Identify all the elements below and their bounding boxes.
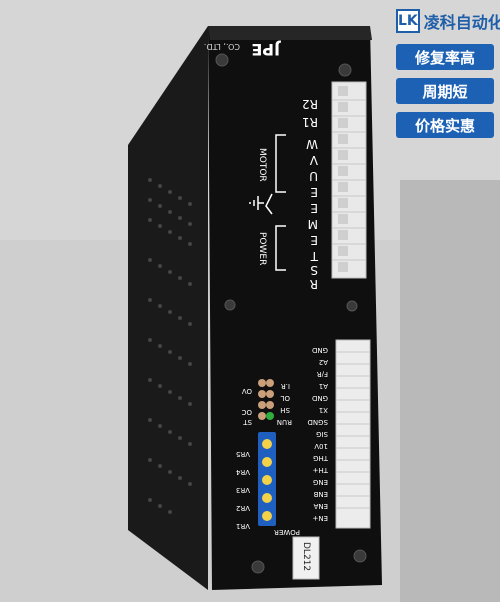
terminal-label: X1 [319,406,328,414]
power-label: POWER [257,232,267,265]
terminal-label: R2 [302,97,318,111]
pot-label: VR2 [236,504,250,512]
model-sticker: DL212 [292,536,320,580]
indicator-label: RUN [277,418,292,426]
pot-label: VR1 [236,522,250,530]
pot-label: VR3 [236,486,250,494]
terminal-label: A1 [319,382,328,390]
terminal-label: GND [312,346,328,354]
terminal-label: U [309,169,318,183]
indicator-label: ST [243,418,252,426]
terminal-label: T [310,249,319,263]
brand-overlay: LK 凌科自动化 [396,6,500,36]
device-side-panel [128,26,208,590]
badge-affordable: 价格实惠 [396,112,494,138]
terminal-label: TH+ [312,466,329,474]
terminal-label: ENA [313,502,328,510]
terminal-label: ENG [313,478,328,486]
badge-short-cycle: 周期短 [396,78,494,104]
potentiometer-row[interactable] [258,432,276,526]
brand-name: 凌科自动化 [423,13,500,32]
terminal-label: SIG [316,430,328,438]
terminal-label: EN+ [312,514,328,522]
screw-icon [215,53,229,67]
motor-label: MOTOR [257,148,267,182]
terminal-label: R [310,277,318,291]
terminal-label: S [310,263,318,277]
terminal-label: SGND [308,418,329,426]
indicator-label: OC [241,408,252,416]
indicator-label: OV [242,387,252,395]
badge-repair-rate: 修复率高 [396,44,494,70]
terminal-block-top [331,81,367,279]
terminal-label: W [306,137,318,151]
terminal-label: ENB [313,490,328,498]
model-label: DL212 [301,542,311,571]
indicator-label: OL [280,394,290,402]
maker-suffix: CO., LTD. [204,42,240,51]
terminal-label: E [310,233,318,247]
terminal-label: THG [313,454,329,462]
screw-icon [251,560,265,574]
terminal-block-bottom [335,339,371,529]
terminal-label: E [310,201,318,215]
ground-icon [249,196,264,210]
terminal-label: M [308,217,318,231]
pot-label: VR5 [236,450,250,458]
indicator-label: I.R [281,382,290,390]
brand-logo-icon: LK [396,9,420,33]
terminal-label: 10V [314,442,328,450]
screw-icon [338,63,352,77]
indicator-label: SH [280,406,290,414]
terminal-label: R1 [302,115,318,129]
power-text: POWER [274,528,300,536]
screw-icon [224,299,236,311]
terminal-label: V [309,153,318,167]
terminal-label: F/R [317,370,328,378]
indicator-leds [258,379,274,420]
terminal-label: GND [312,394,328,402]
terminal-label: E [310,185,318,199]
terminal-label: A2 [319,358,328,366]
screw-icon [346,300,358,312]
screw-icon [353,549,367,563]
pot-label: VR4 [235,468,250,476]
maker-logo: JPE [251,40,281,59]
